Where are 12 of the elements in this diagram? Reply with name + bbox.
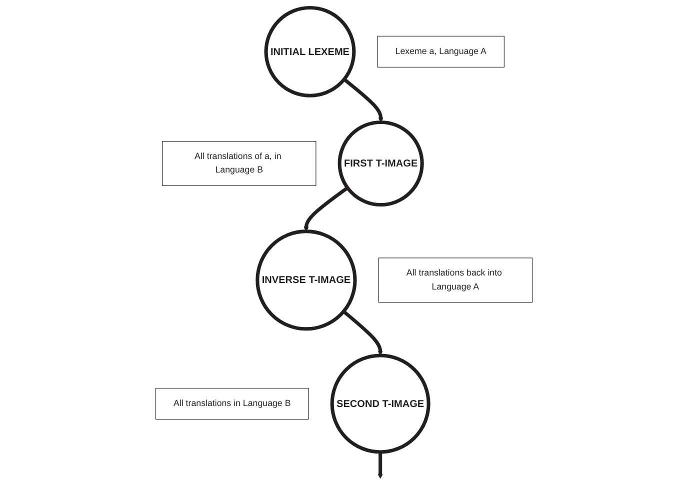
node-circle	[337, 120, 424, 207]
node-box	[162, 141, 316, 186]
node-circle	[264, 6, 356, 98]
arrow	[377, 452, 382, 479]
node-box	[154, 388, 308, 420]
node-box	[376, 36, 504, 68]
arrow	[342, 310, 382, 356]
node-circle	[255, 230, 356, 331]
arrow	[303, 186, 348, 232]
node-circle	[330, 354, 430, 454]
node-box	[378, 258, 532, 303]
arrow	[342, 78, 383, 122]
